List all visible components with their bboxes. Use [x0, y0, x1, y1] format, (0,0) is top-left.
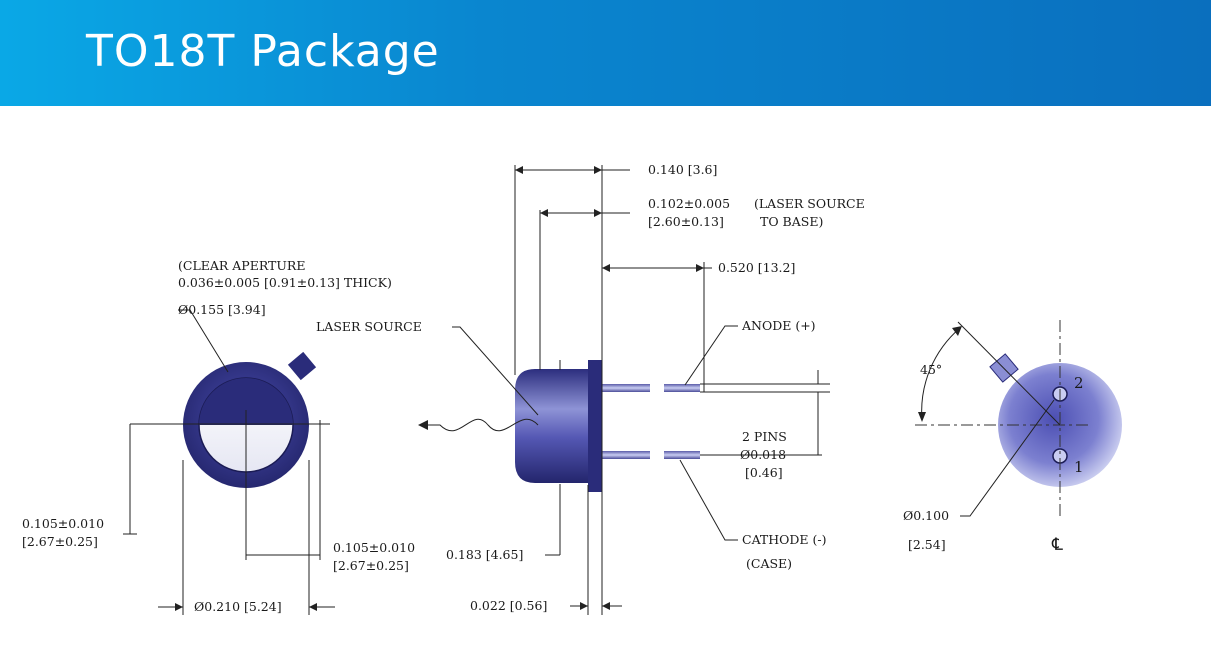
cathode-label-line1: CATHODE (-): [742, 532, 827, 547]
side-pin-upper: [602, 384, 650, 392]
anode-label: ANODE (+): [741, 318, 816, 333]
front-tab: [287, 351, 317, 381]
flange-thickness-label: 0.022 [0.56]: [470, 598, 547, 613]
aperture-diameter-label: Ø0.155 [3.94]: [178, 302, 266, 317]
laser-depth-line2: [2.60±0.13]: [648, 214, 724, 229]
body-diameter-label: 0.183 [4.65]: [446, 547, 523, 562]
pin-length-label: 0.520 [13.2]: [718, 260, 795, 275]
height-total-label: 0.140 [3.6]: [648, 162, 717, 177]
centerline-symbol: ℄: [1051, 535, 1063, 555]
front-view: (CLEAR APERTURE 0.036±0.005 [0.91±0.13] …: [22, 258, 415, 615]
side-view: 0.140 [3.6] 0.102±0.005 [2.60±0.13] (LAS…: [316, 162, 865, 615]
vertical-offset-line1: 0.105±0.010: [22, 516, 104, 531]
pin-1-label: 1: [1074, 458, 1084, 476]
pins-label-line3: [0.46]: [745, 465, 783, 480]
aperture-label-line2: 0.036±0.005 [0.91±0.13] THICK): [178, 275, 392, 290]
horizontal-offset-line1: 0.105±0.010: [333, 540, 415, 555]
laser-note-line1: (LASER SOURCE: [754, 196, 865, 211]
side-pin-lower: [602, 451, 650, 459]
outer-diameter-label: Ø0.210 [5.24]: [194, 599, 282, 614]
laser-depth-line1: 0.102±0.005: [648, 196, 730, 211]
pins-label-line1: 2 PINS: [742, 429, 787, 444]
bottom-view: 45° 2 1 Ø0.100 [2.54] ℄: [903, 320, 1122, 555]
cathode-label-line2: (CASE): [746, 556, 792, 571]
pins-label-line2: Ø0.018: [740, 447, 786, 462]
page-title: TO18T Package: [86, 26, 440, 77]
front-aperture-shadow: [199, 378, 293, 425]
side-pin-upper-end: [664, 384, 700, 392]
aperture-label-line1: (CLEAR APERTURE: [178, 258, 305, 273]
pin-circle-line1: Ø0.100: [903, 508, 949, 523]
pin-circle-line2: [2.54]: [908, 537, 946, 552]
side-body: [515, 369, 588, 483]
laser-note-line2: TO BASE): [760, 214, 823, 229]
laser-source-label: LASER SOURCE: [316, 319, 422, 334]
side-flange: [588, 360, 602, 492]
vertical-offset-line2: [2.67±0.25]: [22, 534, 98, 549]
angle-label: 45°: [920, 362, 942, 377]
side-pin-lower-end: [664, 451, 700, 459]
pin-2-label: 2: [1074, 374, 1084, 392]
title-banner: TO18T Package: [0, 0, 1211, 106]
horizontal-offset-line2: [2.67±0.25]: [333, 558, 409, 573]
